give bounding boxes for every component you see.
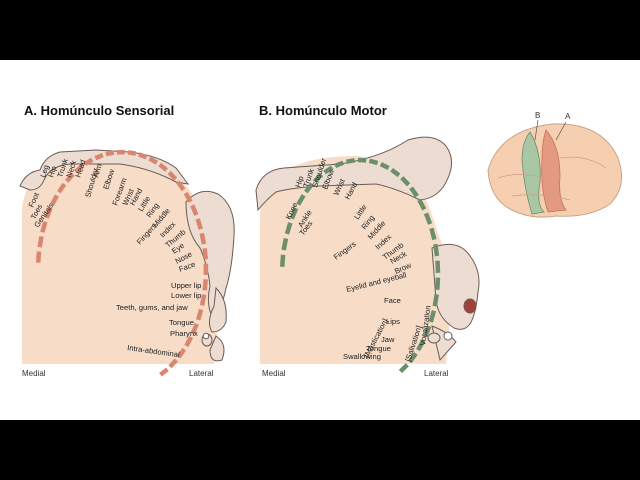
label-arm: Arm — [91, 163, 103, 179]
panel-b-lateral: Lateral — [424, 369, 449, 378]
label-jaw: Jaw — [381, 335, 395, 344]
motor-arc-segment — [435, 277, 441, 290]
sensory-arc-segment — [190, 204, 199, 216]
sensory-arc — [35, 149, 209, 377]
sensory-arc-segment — [44, 207, 53, 219]
label-hip: Hip — [293, 175, 305, 189]
motor-arc-segment — [323, 165, 334, 175]
mark-a-leader — [555, 121, 567, 141]
motor-arc-segment — [435, 260, 441, 273]
sensory-arc-segment — [176, 347, 187, 359]
motor-arc-segment — [296, 194, 306, 206]
sensory-arc-segment — [50, 194, 59, 206]
label-lower-lip: Lower lip — [171, 291, 201, 300]
panel-b-medial: Medial — [262, 369, 286, 378]
sensory-arc-segment — [158, 162, 169, 172]
sensory-arc-segment — [65, 172, 75, 183]
sensory-arc-segment — [138, 152, 148, 160]
motor-homunculus-figure — [255, 136, 480, 362]
label-swallowing: Swallowing — [343, 352, 381, 361]
mark-a: A — [565, 112, 571, 121]
sensory-arc-segment — [199, 294, 207, 306]
sensory-arc-segment — [127, 150, 137, 156]
motor-arc-segment — [423, 325, 432, 338]
sensory-arc-segment — [195, 308, 204, 321]
motor-arc-segment — [289, 207, 299, 220]
brain-sulci — [497, 156, 607, 201]
panel-a-lateral: Lateral — [189, 369, 214, 378]
motor-arc-segment — [379, 162, 390, 171]
motor-gyrus-region — [521, 131, 545, 215]
panel-a-diagram: Leg Hip Trunk Neck Head Shoulder Arm Elb… — [19, 149, 235, 378]
sensory-arc-segment — [148, 156, 159, 165]
motor-arc-segment — [334, 160, 345, 168]
label-hip: Hip — [46, 165, 58, 179]
sensory-arc-segment — [184, 336, 194, 348]
motor-arc-segment — [400, 176, 411, 187]
sensory-arc-segment — [168, 358, 178, 369]
motor-cortex-section — [260, 156, 450, 364]
motor-arc-segment — [368, 158, 379, 166]
brain-inset: B A — [487, 111, 623, 218]
motor-arc-segment — [390, 167, 401, 178]
motor-arc-segment — [433, 243, 440, 257]
motor-arc-segment — [423, 212, 433, 225]
sensory-arc-segment — [83, 157, 94, 166]
sensory-arc-segment — [35, 251, 42, 263]
panel-a-medial: Medial — [22, 369, 46, 378]
label-pharynx: Pharynx — [170, 329, 198, 338]
label-upper-lip: Upper lip — [171, 281, 201, 290]
sensory-arc-segment — [94, 153, 104, 161]
sensory-cortex-section — [22, 152, 218, 364]
sensory-arc-segment — [183, 191, 193, 203]
label-lips: Lips — [386, 317, 400, 326]
label-face: Face — [384, 296, 401, 305]
motor-arc — [279, 157, 441, 374]
motor-arc-segment — [304, 182, 314, 194]
motor-arc-segment — [281, 237, 289, 251]
motor-arc-segment — [428, 310, 437, 323]
mark-b: B — [535, 111, 540, 120]
motor-arc-segment — [429, 227, 437, 241]
motor-arc-segment — [346, 158, 356, 164]
label-teeth-gums-jaw: Teeth, gums, and jaw — [116, 303, 188, 312]
motor-arc-segment — [416, 339, 426, 352]
motor-arc-segment — [407, 352, 418, 364]
motor-arc-segment — [279, 254, 286, 267]
sensory-arc-segment — [40, 221, 48, 233]
motor-arc-segment — [398, 363, 409, 374]
figure-canvas: A. Homúnculo Sensorial B. Homúnculo Moto… — [0, 60, 640, 420]
sensory-arc-segment — [190, 322, 199, 335]
sensory-arc-segment — [199, 232, 207, 245]
sensory-arc-segment — [202, 279, 208, 291]
motor-arc-segment — [409, 186, 419, 198]
sensory-arc-segment — [159, 367, 169, 377]
motor-arc-segment — [284, 222, 293, 235]
diagram-svg: Leg Hip Trunk Neck Head Shoulder Arm Elb… — [19, 111, 623, 378]
sensory-arc-segment — [202, 248, 208, 260]
label-leg: Leg — [38, 164, 50, 179]
mark-b-leader — [534, 119, 539, 141]
panel-b-diagram: Hip Trunk Shoulder Elbow Wrist Hand Litt… — [255, 136, 480, 378]
sensory-arc-segment — [176, 180, 186, 192]
motor-arc-segment — [417, 198, 427, 211]
sensory-gyrus-region — [541, 129, 567, 213]
sensory-arc-segment — [37, 236, 44, 248]
label-tongue: Tongue — [169, 318, 194, 327]
sensory-arc-segment — [105, 150, 115, 157]
label-tongue: Tongue — [366, 344, 391, 353]
panel-b-title: B. Homúnculo Motor — [259, 103, 387, 118]
sensory-arc-segment — [195, 218, 203, 230]
sensory-arc-segment — [57, 182, 67, 194]
motor-arc-segment — [313, 173, 324, 183]
sensory-arc-segment — [74, 164, 84, 174]
sensory-arc-segment — [167, 170, 178, 181]
panel-a-title: A. Homúnculo Sensorial — [24, 103, 175, 118]
motor-arc-segment — [432, 294, 439, 307]
